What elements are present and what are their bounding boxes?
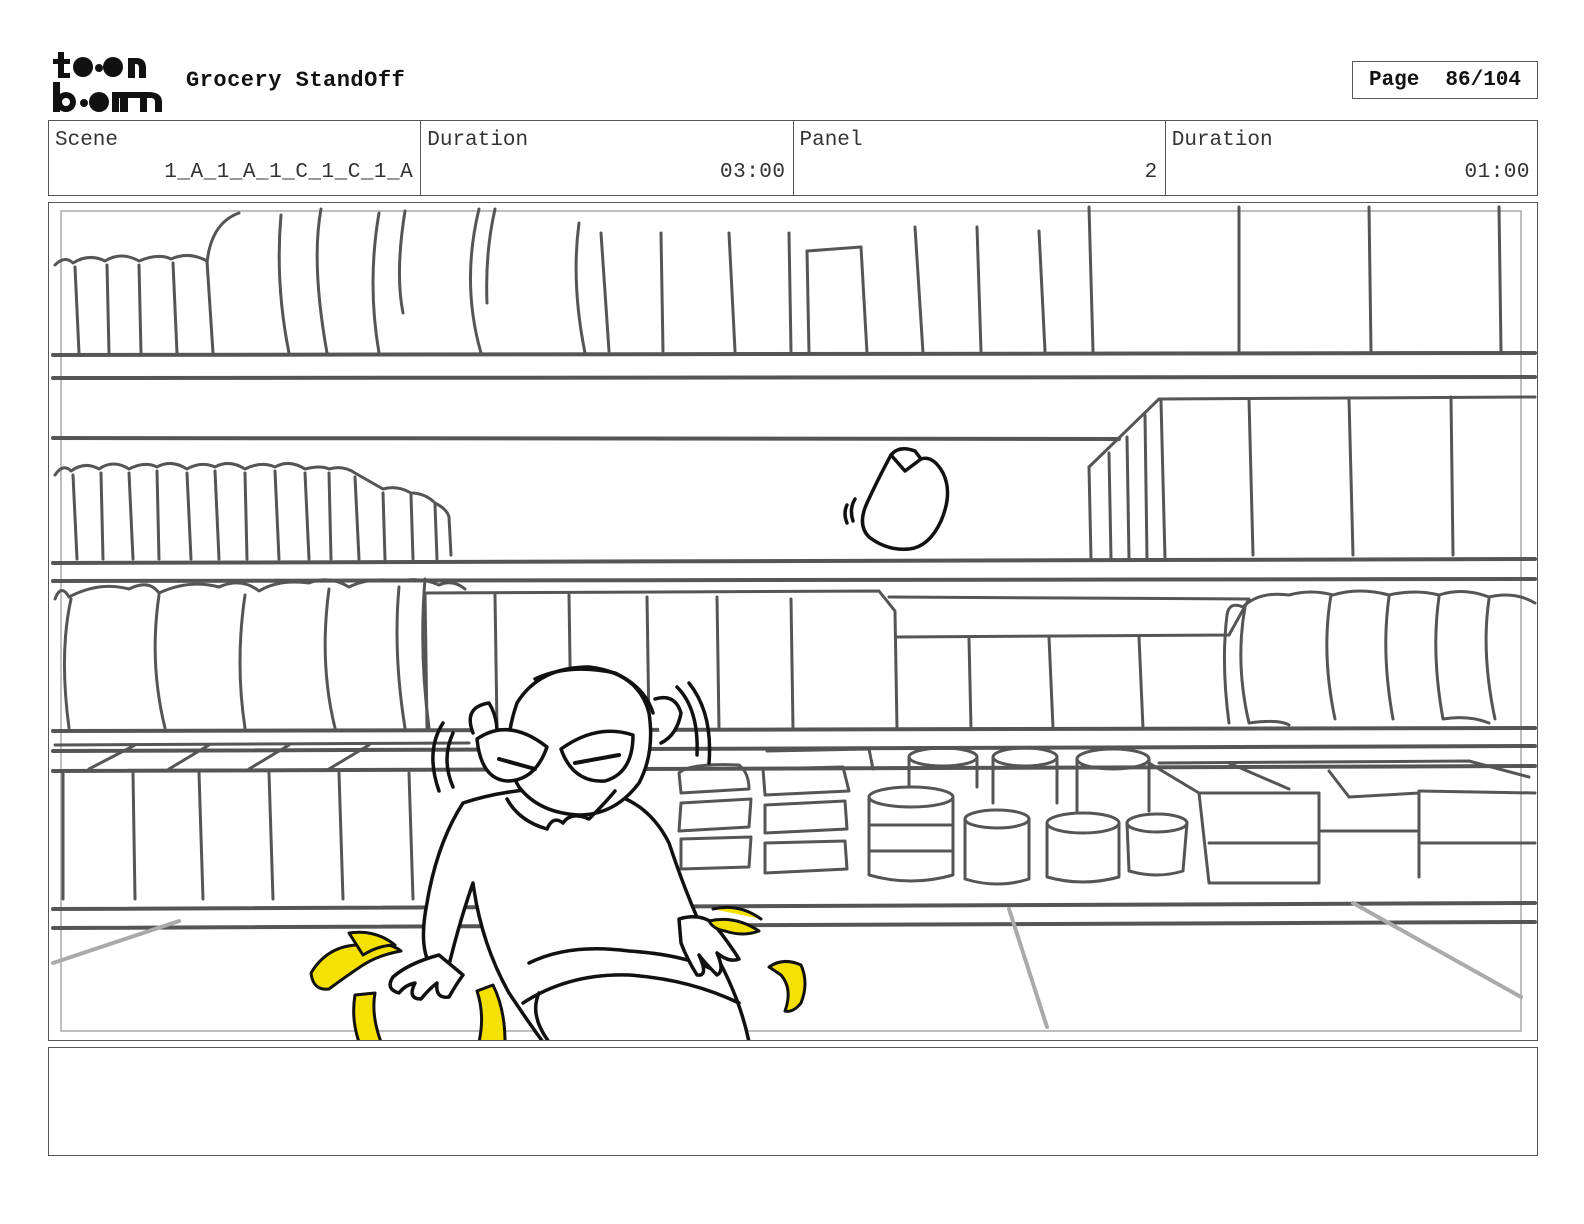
- panel-value: 2: [1144, 161, 1158, 184]
- floor-lines: [51, 901, 1523, 1029]
- panel-duration-value: 01:00: [1464, 161, 1530, 184]
- scene-value: 1_A_1_A_1_C_1_C_1_A: [164, 161, 414, 184]
- panel-notes-box[interactable]: [48, 1047, 1538, 1156]
- middle-shelf-products: [53, 395, 1537, 561]
- scene-cell: Scene 1_A_1_A_1_C_1_C_1_A: [49, 121, 422, 195]
- storyboard-panel: [48, 202, 1538, 1041]
- bottom-shelf-products: [53, 741, 1537, 901]
- falling-jar: [843, 447, 950, 551]
- bananas: [309, 905, 807, 1040]
- top-shelf-products: [53, 205, 1503, 355]
- project-title: Grocery StandOff: [186, 68, 406, 93]
- panel-duration-cell: Duration 01:00: [1166, 121, 1537, 195]
- scene-duration-cell: Duration 03:00: [421, 121, 794, 195]
- panel-label: Panel: [799, 129, 863, 152]
- scene-duration-value: 03:00: [719, 161, 786, 184]
- page-indicator: Page 86/104: [1352, 61, 1538, 99]
- panel-info-row: Scene 1_A_1_A_1_C_1_C_1_A Duration 03:00…: [48, 120, 1538, 196]
- page-label: Page: [1368, 68, 1420, 92]
- panel-sketch: [51, 205, 1537, 1040]
- scene-label: Scene: [55, 129, 119, 152]
- scene-duration-label: Duration: [427, 129, 529, 152]
- toon-boom-logo: [50, 50, 166, 114]
- panel-duration-label: Duration: [1171, 129, 1273, 152]
- panel-cell: Panel 2: [794, 121, 1166, 195]
- crouching-character: [388, 665, 751, 1040]
- lower-shelf-products: [53, 577, 1537, 730]
- page-number: 86/104: [1445, 68, 1522, 92]
